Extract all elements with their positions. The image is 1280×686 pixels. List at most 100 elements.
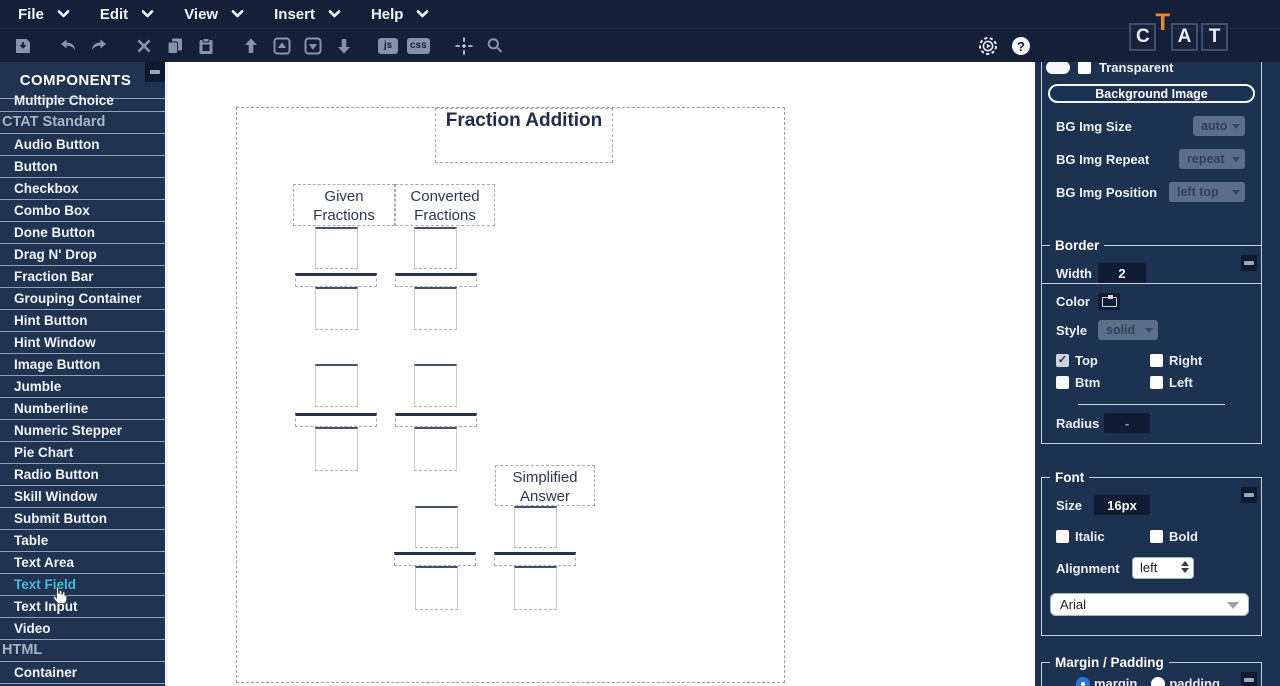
border-top-label: Top bbox=[1075, 353, 1098, 368]
sidebar-item-done-button[interactable]: Done Button bbox=[0, 222, 165, 244]
font-size-input[interactable]: 16px bbox=[1094, 495, 1150, 515]
tutor-container-outline[interactable] bbox=[236, 107, 785, 683]
fraction-numerator-field[interactable] bbox=[315, 227, 358, 269]
border-left-checkbox[interactable] bbox=[1150, 376, 1163, 389]
sidebar-item-video[interactable]: Video bbox=[0, 618, 165, 640]
fraction-numerator-field[interactable] bbox=[415, 506, 458, 548]
copy-icon[interactable] bbox=[164, 35, 186, 57]
fraction-numerator-field[interactable] bbox=[414, 364, 457, 407]
delete-icon[interactable] bbox=[133, 35, 155, 57]
border-btm-checkbox[interactable] bbox=[1056, 376, 1069, 389]
sidebar-item-grouping-container[interactable]: Grouping Container bbox=[0, 288, 165, 310]
save-icon[interactable] bbox=[12, 35, 34, 57]
sidebar-item-combo-box[interactable]: Combo Box bbox=[0, 200, 165, 222]
sidebar-item-skill-window[interactable]: Skill Window bbox=[0, 486, 165, 508]
paste-icon[interactable] bbox=[195, 35, 217, 57]
sidebar-item-audio-button[interactable]: Audio Button bbox=[0, 134, 165, 156]
bg-color-swatch[interactable] bbox=[1046, 62, 1070, 74]
sidebar-item-checkbox[interactable]: Checkbox bbox=[0, 178, 165, 200]
fraction-bar[interactable] bbox=[395, 413, 477, 427]
preview-icon[interactable] bbox=[977, 35, 999, 57]
help-icon[interactable]: ? bbox=[1012, 37, 1030, 55]
given-fractions-label[interactable]: Given Fractions bbox=[293, 184, 395, 226]
bg-img-size-dropdown[interactable]: auto bbox=[1193, 116, 1245, 136]
send-backward-icon[interactable] bbox=[302, 35, 324, 57]
simplified-answer-label[interactable]: Simplified Answer bbox=[495, 465, 595, 506]
sidebar-item-numberline[interactable]: Numberline bbox=[0, 398, 165, 420]
crosshair-icon[interactable] bbox=[453, 35, 475, 57]
sidebar-item-button[interactable]: Button bbox=[0, 156, 165, 178]
fraction-denominator-field[interactable] bbox=[415, 566, 458, 610]
sidebar-item-table[interactable]: Table bbox=[0, 530, 165, 552]
converted-fractions-label[interactable]: Converted Fractions bbox=[395, 184, 495, 226]
sidebar-item-pie-chart[interactable]: Pie Chart bbox=[0, 442, 165, 464]
menu-help-label: Help bbox=[370, 5, 404, 23]
collapse-margin-padding-button[interactable] bbox=[1241, 672, 1257, 686]
border-style-dropdown[interactable]: solid bbox=[1098, 320, 1158, 340]
redo-icon[interactable] bbox=[88, 35, 110, 57]
sidebar-item-submit-button[interactable]: Submit Button bbox=[0, 508, 165, 530]
italic-checkbox[interactable] bbox=[1056, 530, 1069, 543]
fraction-denominator-field[interactable] bbox=[514, 566, 557, 610]
collapse-border-button[interactable] bbox=[1241, 255, 1257, 271]
collapse-components-button[interactable] bbox=[145, 62, 165, 82]
fraction-bar[interactable] bbox=[295, 413, 377, 427]
margin-radio[interactable] bbox=[1076, 676, 1090, 686]
fraction-bar[interactable] bbox=[394, 552, 476, 566]
border-color-picker[interactable] bbox=[1098, 293, 1120, 310]
sidebar-item-jumble[interactable]: Jumble bbox=[0, 376, 165, 398]
design-canvas[interactable]: Fraction Addition Given Fractions Conver… bbox=[171, 62, 1035, 686]
undo-icon[interactable] bbox=[57, 35, 79, 57]
border-side-top: ✓ Top bbox=[1056, 353, 1150, 368]
alignment-select[interactable]: left bbox=[1132, 557, 1194, 579]
fraction-numerator-field[interactable] bbox=[514, 506, 557, 548]
sidebar-item-text-area[interactable]: Text Area bbox=[0, 552, 165, 574]
bg-img-position-dropdown[interactable]: left top bbox=[1169, 182, 1245, 202]
sidebar-item-fraction-bar[interactable]: Fraction Bar bbox=[0, 266, 165, 288]
fraction-denominator-field[interactable] bbox=[315, 287, 358, 330]
menu-edit-label: Edit bbox=[99, 5, 129, 23]
sidebar-item-container[interactable]: Container bbox=[0, 662, 165, 684]
background-image-button[interactable]: Background Image bbox=[1048, 84, 1255, 103]
css-editor-icon[interactable]: css bbox=[407, 37, 430, 54]
sidebar-item-text-input[interactable]: Text Input bbox=[0, 596, 165, 618]
bold-checkbox[interactable] bbox=[1150, 530, 1163, 543]
inspect-icon[interactable] bbox=[484, 35, 506, 57]
fraction-numerator-field[interactable] bbox=[414, 227, 457, 269]
sidebar-item-radio-button[interactable]: Radio Button bbox=[0, 464, 165, 486]
bring-forward-icon[interactable] bbox=[271, 35, 293, 57]
sidebar-item-drag-n-drop[interactable]: Drag N' Drop bbox=[0, 244, 165, 266]
sidebar-item-numeric-stepper[interactable]: Numeric Stepper bbox=[0, 420, 165, 442]
sidebar-item-hint-button[interactable]: Hint Button bbox=[0, 310, 165, 332]
sidebar-item-hint-window[interactable]: Hint Window bbox=[0, 332, 165, 354]
menu-insert[interactable]: Insert bbox=[274, 6, 341, 23]
fraction-bar[interactable] bbox=[494, 552, 576, 566]
menu-file[interactable]: File bbox=[18, 6, 70, 23]
border-width-input[interactable]: 2 bbox=[1098, 263, 1146, 283]
bg-img-repeat-dropdown[interactable]: repeat bbox=[1179, 149, 1245, 169]
fraction-bar[interactable] bbox=[395, 273, 477, 287]
fraction-denominator-field[interactable] bbox=[315, 427, 358, 471]
fraction-numerator-field[interactable] bbox=[315, 364, 358, 407]
fraction-denominator-field[interactable] bbox=[414, 287, 457, 330]
fraction-bar[interactable] bbox=[295, 273, 377, 287]
js-editor-icon[interactable]: js bbox=[378, 37, 398, 54]
move-down-icon[interactable] bbox=[333, 35, 355, 57]
font-family-dropdown[interactable]: Arial bbox=[1050, 593, 1249, 616]
move-up-icon[interactable] bbox=[240, 35, 262, 57]
menu-view[interactable]: View bbox=[184, 6, 244, 23]
border-top-checkbox[interactable]: ✓ bbox=[1056, 354, 1069, 367]
menu-help[interactable]: Help bbox=[371, 6, 430, 23]
sidebar-item-image-button[interactable]: Image Button bbox=[0, 354, 165, 376]
border-radius-input[interactable]: - bbox=[1104, 413, 1150, 433]
menu-edit[interactable]: Edit bbox=[100, 6, 154, 23]
transparent-checkbox[interactable] bbox=[1078, 62, 1091, 74]
border-right-checkbox[interactable] bbox=[1150, 354, 1163, 367]
title-text-component[interactable]: Fraction Addition bbox=[435, 108, 613, 163]
fraction-denominator-field[interactable] bbox=[414, 427, 457, 471]
minus-icon bbox=[150, 70, 160, 74]
collapse-font-button[interactable] bbox=[1241, 487, 1257, 503]
sidebar-item-multiple-choice[interactable]: Multiple Choice bbox=[0, 90, 165, 112]
padding-radio[interactable] bbox=[1151, 676, 1166, 686]
sidebar-item-text-field[interactable]: Text Field bbox=[0, 574, 165, 596]
